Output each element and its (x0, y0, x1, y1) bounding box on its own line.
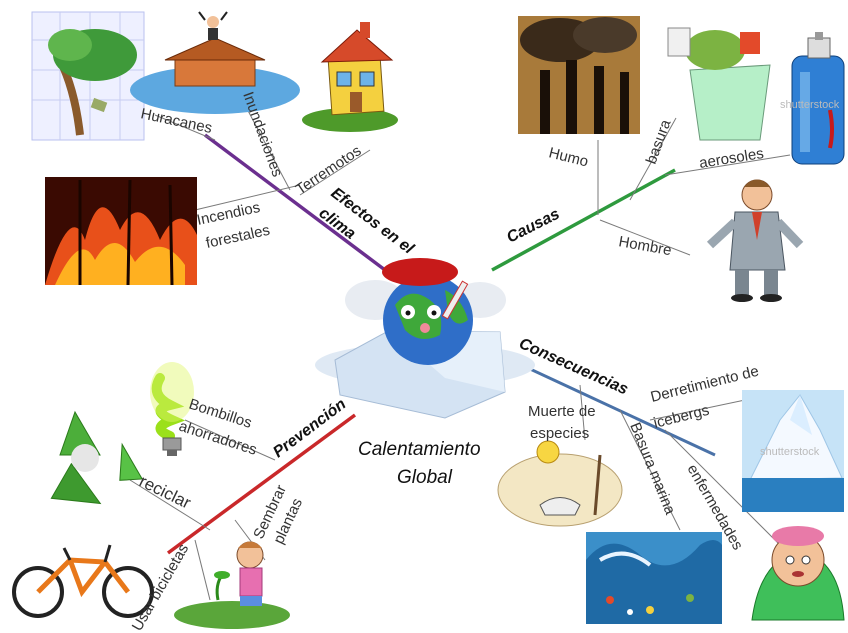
flooded-house-icon (130, 11, 300, 114)
aerosol-can-icon (791, 32, 845, 165)
prevencion-branch-line (166, 413, 357, 555)
watermark-shutter-1: shutterstock (780, 99, 840, 111)
watermark-shutter-2: shutterstock (760, 446, 820, 458)
center-title-2: Global (397, 467, 453, 488)
label-basura: basura (643, 117, 675, 167)
dead-species-icon (497, 440, 623, 527)
branch-causas: Causas (504, 206, 563, 247)
branch-lines (166, 133, 716, 555)
earthquake-house-icon (302, 22, 398, 132)
leaf-lines (129, 104, 791, 601)
bicycle-icon (12, 544, 154, 618)
center-title-1: Calentamiento (358, 439, 481, 460)
label-humo: Humo (547, 144, 590, 170)
iceberg-icon (742, 390, 844, 512)
label-muerte-1: Muerte de (528, 403, 596, 420)
trash-bin-icon (667, 27, 771, 141)
label-hombre: Hombre (617, 233, 673, 259)
sick-earth-icon (315, 258, 535, 419)
recycle-icon (50, 410, 143, 505)
forest-fire-icon (45, 177, 197, 286)
label-derretimiento-2: icebergs (652, 402, 711, 432)
label-muerte-2: especies (530, 425, 589, 442)
smokestacks-icon (518, 16, 640, 134)
hurricane-icon (31, 11, 145, 141)
label-aerosoles: aerosoles (698, 145, 765, 172)
planting-child-icon (174, 541, 290, 629)
label-incendios-2: forestales (204, 222, 271, 252)
businessman-icon (706, 179, 804, 302)
label-reciclar: reciclar (136, 472, 194, 513)
causas-branch-line (491, 168, 676, 272)
label-terremotos: Terremotos (293, 142, 365, 198)
sick-person-icon (751, 526, 845, 621)
efectos-branch-line (203, 133, 387, 272)
ocean-waste-icon (586, 532, 722, 624)
light-bulb-icon (150, 362, 194, 456)
consecuencias-branch-line (499, 353, 716, 457)
